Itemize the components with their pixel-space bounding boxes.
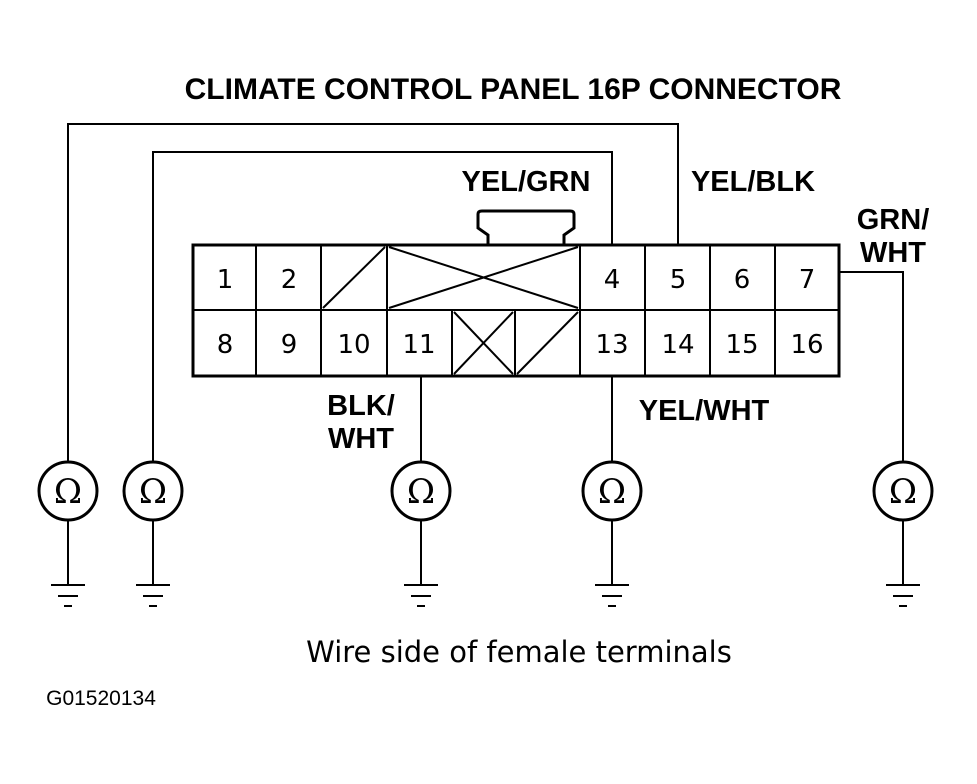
ohm-symbol: Ω bbox=[889, 472, 917, 512]
wire-yel-blk bbox=[67, 123, 679, 462]
connector-lock-tab bbox=[476, 209, 576, 245]
pin-13-label: 13 bbox=[595, 330, 628, 360]
pin-4-label: 4 bbox=[604, 265, 621, 295]
empty-cavity-3 bbox=[322, 246, 386, 309]
pin-11-label: 11 bbox=[402, 330, 435, 360]
wire-label-grn-wht-line2: WHT bbox=[860, 237, 926, 269]
figure-code: G01520134 bbox=[46, 687, 156, 710]
wire-label-blk-wht-line1: BLK/ bbox=[327, 390, 395, 422]
pin-7-label: 7 bbox=[799, 265, 816, 295]
ohmmeter-icon: Ω bbox=[37, 460, 99, 607]
pin-10-label: 10 bbox=[337, 330, 370, 360]
empty-cavity bbox=[516, 311, 579, 375]
ground-icon bbox=[886, 584, 920, 607]
pin-2-label: 2 bbox=[281, 265, 298, 295]
diagram-caption: Wire side of female terminals bbox=[306, 635, 732, 669]
ohmmeter-icon: Ω bbox=[581, 460, 643, 607]
wires bbox=[67, 123, 904, 462]
wire-label-grn-wht-line1: GRN/ bbox=[857, 204, 930, 236]
ohmmeter-icon: Ω bbox=[390, 460, 452, 607]
pin-1-label: 1 bbox=[217, 265, 234, 295]
ground-icon bbox=[595, 584, 629, 607]
pin-14-label: 14 bbox=[661, 330, 694, 360]
wire-grn-wht bbox=[839, 271, 904, 462]
empty-cavity-12 bbox=[453, 311, 514, 375]
ground-icon bbox=[404, 584, 438, 607]
ohmmeter-icon: Ω bbox=[872, 460, 934, 607]
ohm-symbol: Ω bbox=[598, 472, 626, 512]
wire-yel-grn bbox=[152, 151, 613, 462]
wire-label-blk-wht-line2: WHT bbox=[328, 423, 394, 455]
ohm-symbol: Ω bbox=[54, 472, 82, 512]
pin-9-label: 9 bbox=[281, 330, 298, 360]
blocked-cavity-x bbox=[388, 246, 579, 309]
ground-icon bbox=[136, 584, 170, 607]
pin-15-label: 15 bbox=[725, 330, 758, 360]
diagram-title: CLIMATE CONTROL PANEL 16P CONNECTOR bbox=[185, 73, 842, 106]
pin-8-label: 8 bbox=[217, 330, 234, 360]
pin-6-label: 6 bbox=[734, 265, 751, 295]
ground-icon bbox=[51, 584, 85, 607]
ohm-symbol: Ω bbox=[407, 472, 435, 512]
pin-16-label: 16 bbox=[790, 330, 823, 360]
wire-label-yel-blk: YEL/BLK bbox=[691, 166, 815, 198]
connector-body bbox=[191, 209, 841, 378]
wire-label-yel-wht: YEL/WHT bbox=[639, 395, 770, 427]
wire-label-yel-grn: YEL/GRN bbox=[462, 166, 591, 198]
pin-5-label: 5 bbox=[670, 265, 687, 295]
wire-labels: YEL/GRN YEL/BLK GRN/ WHT BLK/ WHT YEL/WH… bbox=[327, 166, 929, 455]
pin-numbers: 1 2 4 5 6 7 8 9 10 11 13 14 15 16 bbox=[217, 265, 824, 360]
ohm-symbol: Ω bbox=[139, 472, 167, 512]
ohmmeter-icon: Ω bbox=[122, 460, 184, 607]
